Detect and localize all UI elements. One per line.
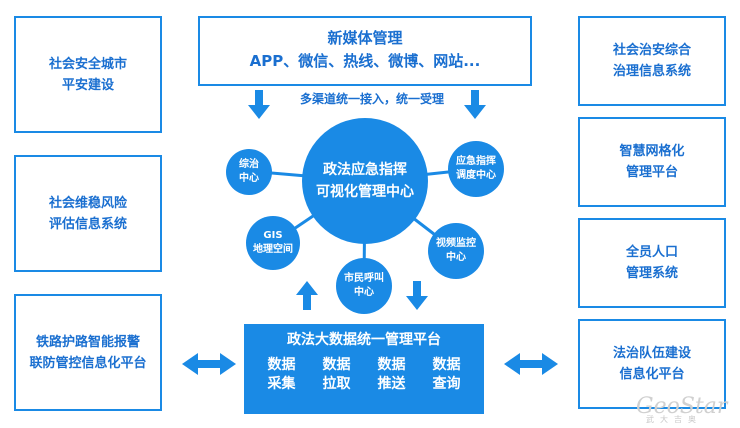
left-box-line1: 社会维稳风险 [48, 195, 127, 211]
function-line1: 数据 [322, 357, 351, 373]
satellite-line1: GIS [263, 230, 283, 241]
satellite-line1: 市民呼叫 [344, 273, 384, 284]
right-box-line2: 治理信息系统 [612, 64, 691, 79]
command-center-hub: 政法应急指挥 可视化管理中心 [302, 118, 428, 244]
new-media-channels: APP、微信、热线、微博、网站... [249, 52, 481, 70]
platform-functions: 数据 采集 数据 拉取 数据 推送 数据 查询 [244, 350, 484, 394]
big-data-platform: 政法大数据统一管理平台 数据 采集 数据 拉取 数据 推送 数据 查询 [244, 324, 484, 414]
down-arrow-platform [406, 281, 428, 310]
function-line1: 数据 [432, 357, 461, 373]
platform-title: 政法大数据统一管理平台 [287, 332, 441, 348]
function-push: 数据 推送 [367, 356, 417, 394]
right-box-line1: 智慧网格化 [619, 144, 685, 159]
function-line2: 拉取 [322, 376, 351, 392]
right-box-line1: 法治队伍建设 [612, 346, 691, 361]
satellite-line2: 中心 [239, 173, 259, 184]
right-box-line2: 管理平台 [625, 165, 678, 180]
satellite-line2: 调度中心 [456, 170, 496, 181]
function-line2: 采集 [267, 376, 296, 392]
satellite-line2: 中心 [446, 252, 466, 263]
left-box-railway-alarm: 铁路护路智能报警 联防管控信息化平台 [14, 294, 162, 411]
left-box-stability-risk: 社会维稳风险 评估信息系统 [14, 155, 162, 272]
satellite-line2: 地理空间 [253, 244, 293, 255]
left-box-line2: 联防管控信息化平台 [29, 355, 147, 371]
function-line1: 数据 [377, 357, 406, 373]
left-box-line2: 平安建设 [61, 77, 114, 93]
double-arrow-left [182, 353, 236, 375]
left-box-line2: 评估信息系统 [48, 216, 127, 232]
satellite-hotline: 市民呼叫 中心 [336, 258, 392, 314]
new-media-title: 新媒体管理 [327, 29, 403, 47]
up-arrow-platform [296, 281, 318, 310]
satellite-comprehensive: 综治 中心 [226, 149, 272, 195]
satellite-line1: 应急指挥 [456, 156, 496, 167]
down-arrow-left [248, 90, 270, 119]
satellite-line1: 综治 [239, 159, 259, 170]
right-box-public-security: 社会治安综合 治理信息系统 [578, 16, 726, 106]
right-box-grid-management: 智慧网格化 管理平台 [578, 117, 726, 207]
right-box-line2: 管理系统 [625, 266, 678, 281]
satellite-dispatch: 应急指挥 调度中心 [448, 141, 504, 197]
function-pull: 数据 拉取 [312, 356, 362, 394]
right-box-line1: 社会治安综合 [612, 43, 691, 58]
right-box-legal-team: 法治队伍建设 信息化平台 [578, 319, 726, 409]
new-media-box: 新媒体管理 APP、微信、热线、微博、网站... [198, 16, 532, 86]
right-box-line2: 信息化平台 [619, 367, 685, 382]
satellite-line2: 中心 [354, 287, 374, 298]
function-query: 数据 查询 [422, 356, 472, 394]
right-box-population: 全员人口 管理系统 [578, 218, 726, 308]
hub-line2: 可视化管理中心 [316, 184, 414, 200]
down-arrow-right [464, 90, 486, 119]
right-box-line1: 全员人口 [625, 245, 678, 260]
function-line2: 推送 [377, 376, 406, 392]
left-box-line1: 铁路护路智能报警 [35, 334, 140, 350]
watermark-sub: 武大吉奥 [646, 415, 702, 424]
left-box-line1: 社会安全城市 [48, 56, 127, 72]
double-arrow-right [504, 353, 558, 375]
hub-line1: 政法应急指挥 [323, 162, 407, 178]
satellite-line1: 视频监控 [436, 238, 476, 249]
left-box-safe-city: 社会安全城市 平安建设 [14, 16, 162, 133]
access-subtitle: 多渠道统一接入，统一受理 [299, 92, 444, 106]
satellite-video: 视频监控 中心 [428, 223, 484, 279]
function-line1: 数据 [267, 357, 296, 373]
satellite-gis: GIS 地理空间 [246, 216, 300, 270]
watermark-logo: GeoStar [636, 394, 728, 419]
function-line2: 查询 [432, 376, 461, 392]
function-collect: 数据 采集 [257, 356, 307, 394]
